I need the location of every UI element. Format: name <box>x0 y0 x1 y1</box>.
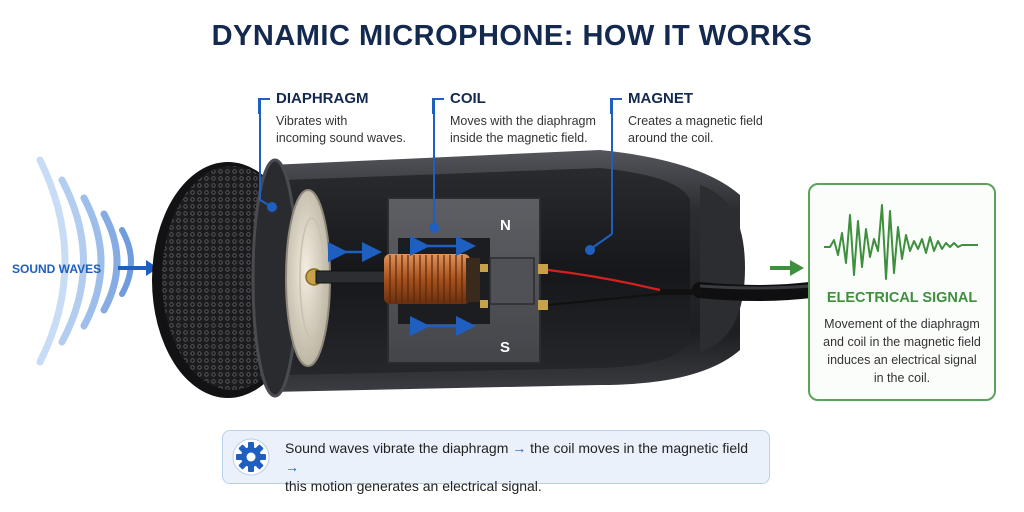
coil-terminals <box>480 264 548 310</box>
electrical-signal-description: Movement of the diaphragm and coil in th… <box>823 317 981 385</box>
summary-part2: the coil moves in the magnetic field <box>530 440 749 456</box>
waveform-icon <box>824 204 978 280</box>
sound-waves-label: SOUND WAVES <box>12 262 102 276</box>
callout-description: Moves with the diaphragm inside the magn… <box>450 114 596 145</box>
summary-arrow-1-icon: → <box>512 440 527 456</box>
callout-heading: MAGNET <box>628 90 693 107</box>
red-wire <box>547 268 661 292</box>
leader-dot-coil <box>429 223 439 233</box>
sound-arrowhead-icon <box>146 260 158 276</box>
leader-lines <box>259 100 613 249</box>
cable-highlight <box>699 284 811 290</box>
electrical-signal-heading: ELECTRICAL SIGNAL <box>826 290 978 306</box>
leader-dot-magnet <box>585 245 595 255</box>
sound-waves-icon <box>36 156 134 366</box>
cable <box>692 282 818 301</box>
magnet-pole-piece <box>489 257 535 305</box>
leader-dot-diaphragm <box>267 202 277 212</box>
coil-shaft <box>315 270 389 284</box>
callout-heading: DIAPHRAGM <box>276 90 369 107</box>
handle-end <box>700 185 745 352</box>
summary-part1: Sound waves vibrate the diaphragm <box>285 440 509 456</box>
magnet-north-label: N <box>500 217 511 234</box>
summary-part3: this motion generates an electrical sign… <box>285 478 542 494</box>
callout-description: Vibrates with incoming sound waves. <box>276 114 406 145</box>
gear-icon <box>232 438 270 476</box>
magnet-south-label: S <box>500 339 511 356</box>
summary-arrow-2-icon: → <box>285 459 299 475</box>
coil <box>384 254 480 304</box>
electrical-signal-panel: ELECTRICAL SIGNAL Movement of the diaphr… <box>808 183 996 401</box>
page-title: DYNAMIC MICROPHONE: HOW IT WORKS <box>211 20 813 52</box>
motion-arrows <box>328 236 476 336</box>
summary-text: Sound waves vibrate the diaphragm → the … <box>285 439 761 496</box>
summary-banner: Sound waves vibrate the diaphragm → the … <box>222 430 770 494</box>
black-wire <box>547 292 661 307</box>
callout-description: Creates a magnetic field around the coil… <box>628 114 763 145</box>
signal-arrowhead-icon <box>790 260 804 276</box>
callout-heading: COIL <box>450 90 486 107</box>
